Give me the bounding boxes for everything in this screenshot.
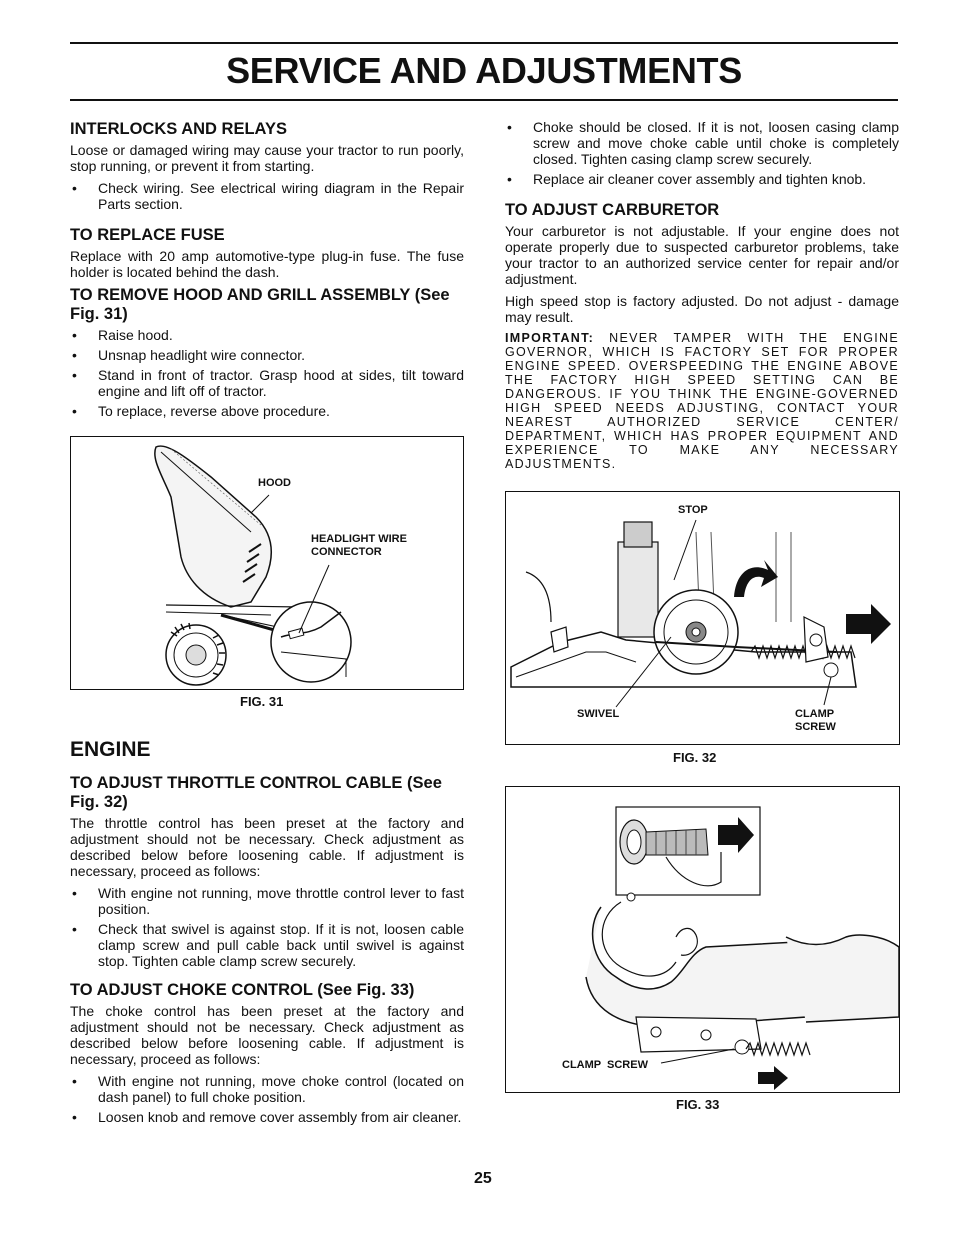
fuse-body: Replace with 20 amp automotive-type plug… xyxy=(70,248,464,280)
choke-list: With engine not running, move choke cont… xyxy=(70,1073,464,1125)
interlocks-body: Loose or damaged wiring may cause your t… xyxy=(70,142,464,174)
choke-heading: TO ADJUST CHOKE CONTROL (See Fig. 33) xyxy=(70,981,415,999)
list-item: Choke should be closed. If it is not, lo… xyxy=(505,119,899,167)
list-item: Unsnap headlight wire connector. xyxy=(70,347,464,363)
choke-body: The choke control has been preset at the… xyxy=(70,1003,464,1067)
important-notice: IMPORTANT: NEVER TAMPER WITH THE ENGINE … xyxy=(505,331,899,471)
engine-heading: ENGINE xyxy=(70,738,151,761)
fig33-caption: FIG. 33 xyxy=(676,1097,720,1112)
important-text: NEVER TAMPER WITH THE ENGINE GOVERNOR, W… xyxy=(505,331,899,471)
list-item: Replace air cleaner cover assembly and t… xyxy=(505,171,899,187)
left-column-bottom: ENGINE TO ADJUST THROTTLE CONTROL CABLE … xyxy=(70,738,464,1137)
page-title: SERVICE AND ADJUSTMENTS xyxy=(226,50,742,91)
figure-31: HOOD HEADLIGHT WIRE CONNECTOR xyxy=(70,436,464,690)
fig32-label-stop: STOP xyxy=(678,504,708,516)
title-underline xyxy=(70,99,898,101)
carburetor-heading: TO ADJUST CARBURETOR xyxy=(505,201,720,219)
list-item: To replace, reverse above procedure. xyxy=(70,403,464,419)
list-item: With engine not running, move throttle c… xyxy=(70,885,464,917)
list-item: Loosen knob and remove cover assembly fr… xyxy=(70,1109,464,1125)
carburetor-body-1: Your carburetor is not adjustable. If yo… xyxy=(505,223,899,287)
fuse-heading: TO REPLACE FUSE xyxy=(70,226,225,244)
fig31-label-connector-line1: HEADLIGHT WIRE xyxy=(311,533,407,545)
fig32-caption: FIG. 32 xyxy=(673,750,717,765)
choke-illustration xyxy=(585,806,899,1090)
interlocks-heading: INTERLOCKS AND RELAYS xyxy=(70,120,287,138)
list-item: Raise hood. xyxy=(70,327,464,343)
fig31-caption: FIG. 31 xyxy=(240,694,284,709)
important-label: IMPORTANT: xyxy=(505,331,595,345)
throttle-list: With engine not running, move throttle c… xyxy=(70,885,464,969)
hood-list: Raise hood. Unsnap headlight wire connec… xyxy=(70,327,464,419)
fig32-label-swivel: SWIVEL xyxy=(577,708,620,720)
list-item: Check that swivel is against stop. If it… xyxy=(70,921,464,969)
page-number: 25 xyxy=(474,1170,492,1187)
throttle-heading: TO ADJUST THROTTLE CONTROL CABLE (See Fi… xyxy=(70,774,442,811)
choke-continued-list: Choke should be closed. If it is not, lo… xyxy=(505,119,899,187)
left-column-top: INTERLOCKS AND RELAYS Loose or damaged w… xyxy=(70,120,464,431)
fig32-label-clamp-screw: CLAMP SCREW xyxy=(795,708,836,734)
carburetor-body-2: High speed stop is factory adjusted. Do … xyxy=(505,293,899,325)
list-item: Stand in front of tractor. Grasp hood at… xyxy=(70,367,464,399)
fig31-label-connector-line2: CONNECTOR xyxy=(311,546,382,558)
right-column-top: Choke should be closed. If it is not, lo… xyxy=(505,119,899,477)
figure-32: STOP SWIVEL CLAMP SCREW xyxy=(505,491,900,745)
throttle-body: The throttle control has been preset at … xyxy=(70,815,464,879)
fig32-label-clamp-line1: CLAMP xyxy=(795,708,835,720)
top-rule xyxy=(70,42,898,44)
fig32-label-clamp-line2: SCREW xyxy=(795,721,836,733)
fig31-label-hood: HOOD xyxy=(258,477,291,489)
figure-33: CLAMP SCREW xyxy=(505,786,900,1093)
interlocks-list: Check wiring. See electrical wiring diag… xyxy=(70,180,464,212)
hood-illustration xyxy=(154,445,352,686)
fig33-label-clamp-screw: CLAMP SCREW xyxy=(562,1059,648,1071)
hood-heading: TO REMOVE HOOD AND GRILL ASSEMBLY (See F… xyxy=(70,286,450,323)
fig31-label-connector: HEADLIGHT WIRE CONNECTOR xyxy=(311,533,407,559)
carburetor-illustration xyxy=(510,519,891,708)
list-item: With engine not running, move choke cont… xyxy=(70,1073,464,1105)
list-item: Check wiring. See electrical wiring diag… xyxy=(70,180,464,212)
